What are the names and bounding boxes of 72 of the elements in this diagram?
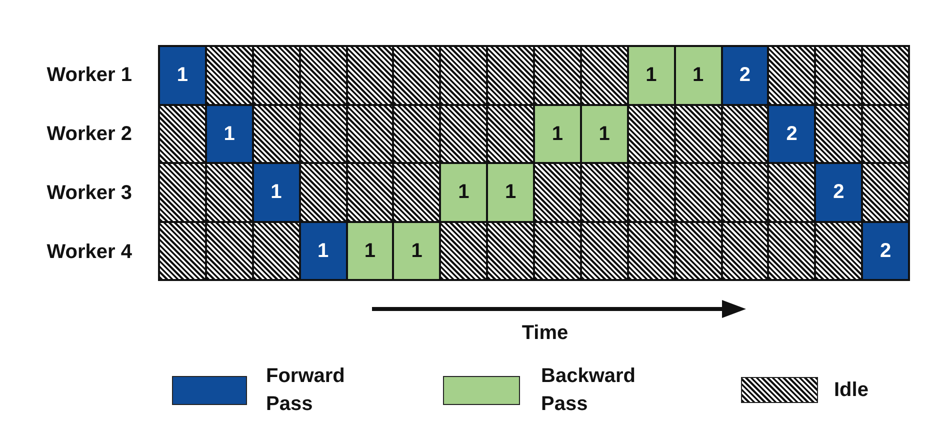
forward-pass-block: 2 bbox=[722, 47, 768, 104]
hatched-idle-block bbox=[722, 222, 768, 279]
backward-pass-block: 1 bbox=[628, 47, 674, 104]
hatched-idle-block bbox=[348, 106, 392, 162]
hatched-idle-block bbox=[488, 106, 533, 162]
hatched-idle-block bbox=[816, 222, 862, 279]
forward-pass-block: 2 bbox=[816, 164, 862, 220]
hatched-idle-block bbox=[394, 106, 440, 162]
forward-pass-block: 1 bbox=[300, 222, 346, 279]
hatched-idle-block bbox=[769, 164, 814, 220]
worker-label: Worker 1 bbox=[46, 64, 132, 84]
forward-pass-block: 2 bbox=[769, 106, 814, 162]
hatched-idle-block bbox=[535, 47, 580, 104]
backward-pass-block: 1 bbox=[535, 106, 580, 162]
hatched-idle-block bbox=[254, 222, 299, 279]
hatched-idle-block bbox=[816, 47, 862, 104]
hatched-idle-block bbox=[441, 47, 486, 104]
hatched-idle-block bbox=[816, 106, 862, 162]
worker-label: Worker 4 bbox=[46, 242, 132, 262]
hatched-idle-block bbox=[863, 164, 908, 220]
legend-label: Idle bbox=[834, 378, 870, 403]
worker-label: Worker 3 bbox=[46, 182, 132, 202]
forward-pass-block: 1 bbox=[254, 164, 299, 220]
hatched-idle-block bbox=[628, 106, 674, 162]
hatched-idle-block bbox=[488, 47, 533, 104]
hatched-idle-block bbox=[863, 47, 908, 104]
hatched-idle-block bbox=[206, 47, 252, 104]
hatched-idle-block bbox=[254, 106, 299, 162]
worker-label: Worker 2 bbox=[46, 124, 132, 144]
hatched-idle-block bbox=[535, 222, 580, 279]
hatched-idle-block bbox=[441, 106, 486, 162]
hatched-idle-block bbox=[300, 106, 346, 162]
legend-label: Backward Pass bbox=[541, 364, 636, 417]
hatched-idle-block bbox=[300, 47, 346, 104]
axis-label: Time bbox=[522, 323, 568, 343]
hatched-idle-block bbox=[441, 222, 486, 279]
legend-label: Forward Pass bbox=[266, 364, 346, 417]
hatched-idle-block bbox=[160, 222, 205, 279]
hatched-idle-block bbox=[254, 47, 299, 104]
backward-pass-block: 1 bbox=[582, 106, 627, 162]
hatched-idle-block bbox=[769, 47, 814, 104]
hatched-idle-block bbox=[300, 164, 346, 220]
hatched-idle-block bbox=[535, 164, 580, 220]
forward-pass-block: 1 bbox=[206, 106, 252, 162]
hatched-idle-block bbox=[348, 47, 392, 104]
hatched-idle-block bbox=[863, 106, 908, 162]
hatched-idle-block bbox=[394, 164, 440, 220]
hatched-idle-block bbox=[722, 106, 768, 162]
forward-pass-block: 1 bbox=[160, 47, 205, 104]
hatched-idle-block bbox=[676, 106, 720, 162]
hatched-idle-block bbox=[676, 164, 720, 220]
hatched-idle-block bbox=[206, 222, 252, 279]
hatched-idle-block bbox=[582, 222, 627, 279]
hatched-idle-block bbox=[628, 222, 674, 279]
hatched-idle-block bbox=[628, 164, 674, 220]
hatched-idle-block bbox=[769, 222, 814, 279]
backward-pass-block: 1 bbox=[394, 222, 440, 279]
hatched-idle-block bbox=[160, 106, 205, 162]
hatched-idle-block bbox=[394, 47, 440, 104]
hatched-idle-block bbox=[488, 222, 533, 279]
hatched-idle-block bbox=[348, 164, 392, 220]
backward-pass-block: 1 bbox=[441, 164, 486, 220]
backward-pass-block: 1 bbox=[488, 164, 533, 220]
forward-pass-block: 2 bbox=[863, 222, 908, 279]
backward-pass-block: 1 bbox=[676, 47, 720, 104]
hatched-idle-block bbox=[676, 222, 720, 279]
hatched-idle-block bbox=[160, 164, 205, 220]
hatched-idle-block bbox=[206, 164, 252, 220]
backward-pass-block: 1 bbox=[348, 222, 392, 279]
hatched-idle-block bbox=[582, 164, 627, 220]
hatched-idle-block bbox=[582, 47, 627, 104]
hatched-idle-block bbox=[722, 164, 768, 220]
